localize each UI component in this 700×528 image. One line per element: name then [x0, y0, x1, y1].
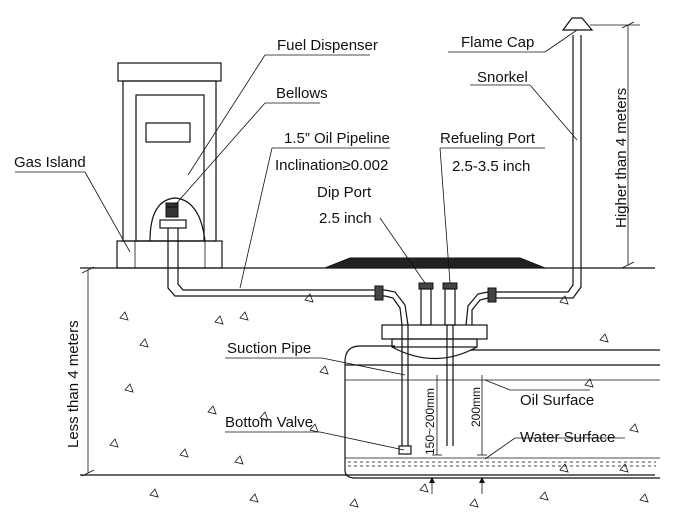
flame-cap [561, 17, 594, 31]
label-oil-pipeline: 1.5” Oil Pipeline [284, 130, 390, 147]
suction-pipe [398, 325, 412, 455]
label-higher-than: Higher than 4 meters [613, 88, 630, 228]
label-oil-surface: Oil Surface [520, 392, 594, 409]
height-dimension-lower [81, 266, 95, 477]
label-refueling-port: Refueling Port [440, 130, 536, 147]
label-bottom-valve: Bottom Valve [225, 414, 313, 431]
label-dip-port-size: 2.5 inch [319, 210, 372, 227]
label-dim-150-200: 150~200mm [423, 388, 437, 455]
label-bellows: Bellows [276, 85, 328, 102]
underground-tank [344, 345, 660, 479]
label-fuel-dispenser: Fuel Dispenser [277, 37, 378, 54]
manhole-cover [324, 257, 546, 269]
leader-lines [15, 29, 625, 460]
refueling-port [442, 282, 458, 326]
label-gas-island: Gas Island [14, 154, 86, 171]
height-dimension-upper [590, 21, 640, 269]
label-flame-cap: Flame Cap [461, 34, 534, 51]
drop-tube [446, 325, 454, 446]
label-less-than: Less than 4 meters [65, 320, 82, 448]
bottom-valve [398, 445, 412, 455]
label-suction-pipe: Suction Pipe [227, 340, 311, 357]
snorkel [465, 35, 582, 326]
dip-port [418, 282, 434, 326]
oil-pipeline [167, 228, 409, 326]
label-refueling-port-size: 2.5-3.5 inch [452, 158, 530, 175]
gas-island [116, 240, 223, 269]
label-dip-port: Dip Port [317, 184, 372, 201]
ground-texture [109, 293, 649, 508]
manway [381, 324, 488, 360]
label-dim-200: 200mm [469, 387, 483, 427]
label-snorkel: Snorkel [477, 69, 528, 86]
label-inclination: Inclination≥0.002 [275, 157, 388, 174]
label-water-surface: Water Surface [520, 429, 615, 446]
bellows [149, 197, 206, 242]
